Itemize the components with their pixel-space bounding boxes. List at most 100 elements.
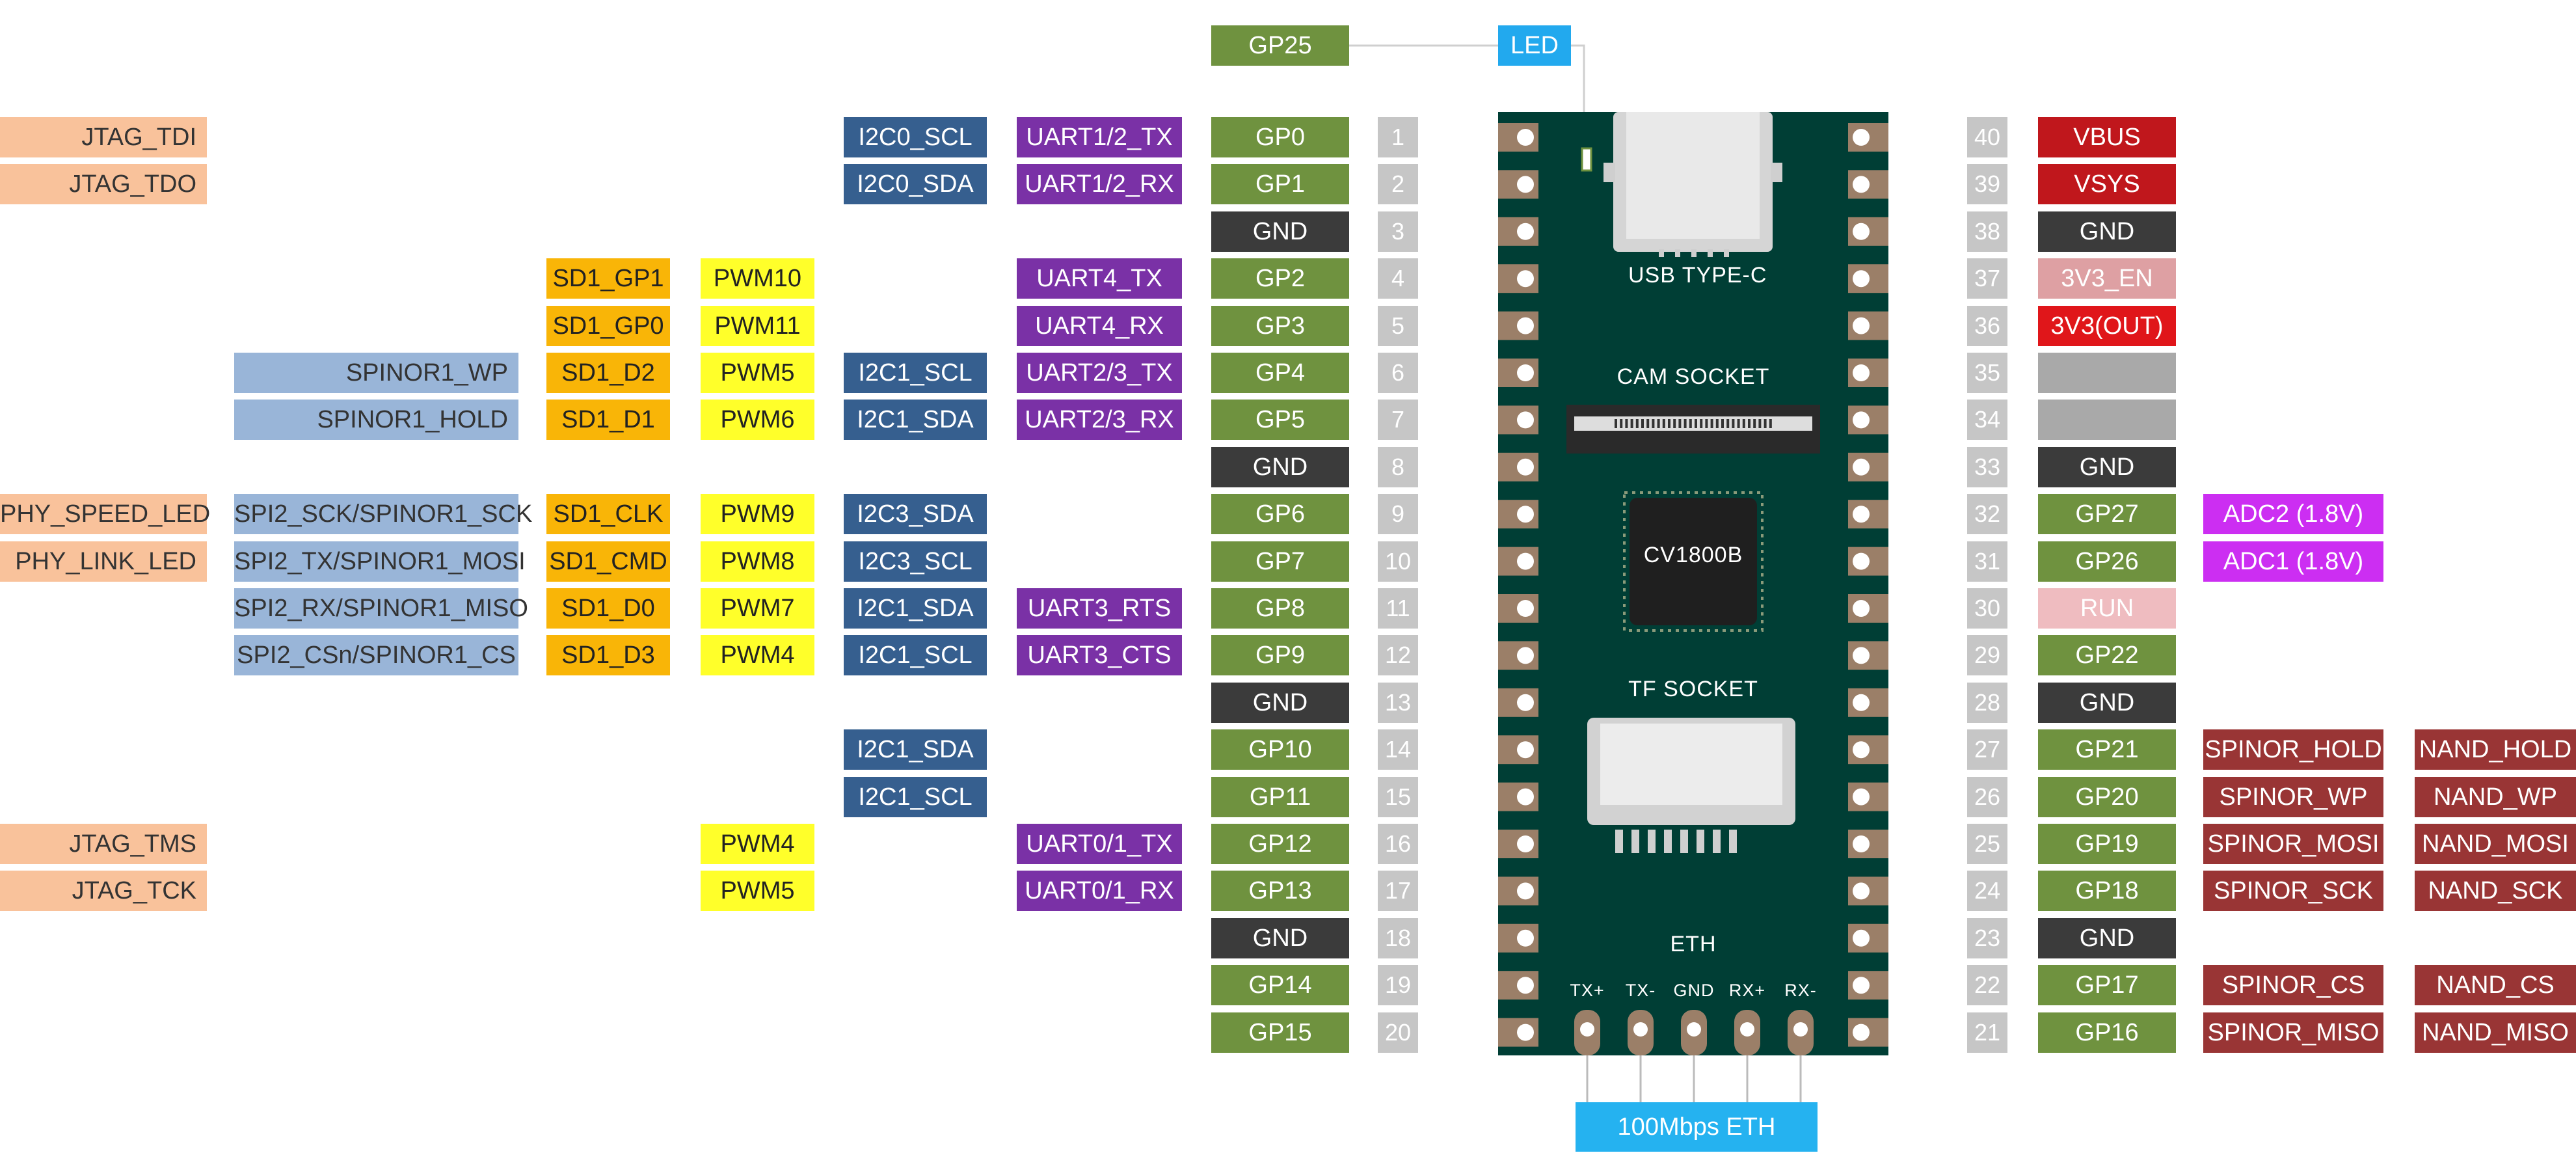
pad-hole bbox=[1517, 929, 1534, 947]
pin-number: 25 bbox=[1967, 824, 2007, 864]
pwm-function-label: PWM5 bbox=[701, 871, 814, 911]
pad-hole bbox=[1853, 929, 1870, 947]
eth-speed-label: 100Mbps ETH bbox=[1576, 1102, 1818, 1152]
pin-number: 16 bbox=[1378, 824, 1418, 864]
pin-number: 28 bbox=[1967, 683, 2007, 723]
eth-pin-label: GND bbox=[1673, 981, 1715, 1000]
pad-hole bbox=[1853, 647, 1870, 664]
pin-number: 34 bbox=[1967, 400, 2007, 440]
pwm-function-label: PWM5 bbox=[701, 353, 814, 393]
pin-number: 24 bbox=[1967, 871, 2007, 911]
eth-label: ETH bbox=[1670, 932, 1717, 956]
pin-name-label: GP6 bbox=[1211, 494, 1349, 534]
pad-hole bbox=[1517, 835, 1534, 852]
pin-number: 18 bbox=[1378, 918, 1418, 958]
i2c-function-label: I2C1_SCL bbox=[844, 353, 987, 393]
jtag-function-label: JTAG_TCK bbox=[0, 871, 207, 911]
pin-number: 30 bbox=[1967, 588, 2007, 629]
pin-number: 39 bbox=[1967, 164, 2007, 204]
pin-number: 33 bbox=[1967, 447, 2007, 487]
pad-hole bbox=[1853, 317, 1870, 334]
adc-function-label: ADC1 (1.8V) bbox=[2203, 541, 2383, 582]
spinor-function-label: SPI2_RX/SPINOR1_MISO bbox=[234, 588, 528, 629]
pin-name-label: GP5 bbox=[1211, 400, 1349, 440]
pin-name-label: GP20 bbox=[2038, 777, 2176, 817]
pin-name-label: GP4 bbox=[1211, 353, 1349, 393]
i2c-function-label: I2C1_SDA bbox=[844, 400, 987, 440]
pin-number: 15 bbox=[1378, 777, 1418, 817]
pad-hole bbox=[1853, 458, 1870, 476]
pad-hole bbox=[1517, 176, 1534, 193]
pad-hole bbox=[1517, 364, 1534, 381]
pin-number: 3 bbox=[1378, 211, 1418, 252]
pin-name-label: 3V3(OUT) bbox=[2038, 306, 2176, 346]
i2c-function-label: I2C1_SCL bbox=[844, 635, 987, 675]
pin-number: 17 bbox=[1378, 871, 1418, 911]
pin-name-label: GP12 bbox=[1211, 824, 1349, 864]
spinor-function-label: SPI2_TX/SPINOR1_MOSI bbox=[234, 541, 526, 582]
spinor-function-label: SPINOR1_HOLD bbox=[234, 400, 518, 440]
sd-function-label: SD1_GP0 bbox=[546, 306, 670, 346]
uart-function-label: UART2/3_RX bbox=[1017, 400, 1182, 440]
pad-hole bbox=[1517, 882, 1534, 900]
pin-number: 21 bbox=[1967, 1012, 2007, 1053]
pin-name-label: GP17 bbox=[2038, 965, 2176, 1005]
pin-number: 2 bbox=[1378, 164, 1418, 204]
pin-number: 1 bbox=[1378, 117, 1418, 157]
pin-number: 36 bbox=[1967, 306, 2007, 346]
pad-hole bbox=[1517, 317, 1534, 334]
led-label: LED bbox=[1498, 25, 1571, 66]
pin-name-label: GP14 bbox=[1211, 965, 1349, 1005]
pad-hole bbox=[1853, 506, 1870, 523]
pin-number: 10 bbox=[1378, 541, 1418, 582]
pin-name-label: GND bbox=[1211, 918, 1349, 958]
spinor-function-label: SPINOR_HOLD bbox=[2203, 729, 2383, 770]
pin-number: 7 bbox=[1378, 400, 1418, 440]
pin-name-label: GP21 bbox=[2038, 729, 2176, 770]
pad-hole bbox=[1853, 1024, 1870, 1041]
nand-function-label: NAND_MOSI bbox=[2415, 824, 2576, 864]
uart-function-label: UART3_CTS bbox=[1017, 635, 1182, 675]
spinor-function-label: SPINOR_CS bbox=[2203, 965, 2383, 1005]
pwm-function-label: PWM7 bbox=[701, 588, 814, 629]
nand-function-label: NAND_HOLD bbox=[2415, 729, 2576, 770]
pad-hole bbox=[1853, 600, 1870, 617]
pin-name-label bbox=[2038, 353, 2176, 393]
pin-name-label: GP13 bbox=[1211, 871, 1349, 911]
jtag-function-label: PHY_SPEED_LED bbox=[0, 494, 210, 534]
pin-number: 14 bbox=[1378, 729, 1418, 770]
spinor-function-label: SPINOR_MOSI bbox=[2203, 824, 2383, 864]
pin-number: 8 bbox=[1378, 447, 1418, 487]
pin-name-label: GP19 bbox=[2038, 824, 2176, 864]
spinor-function-label: SPINOR_MISO bbox=[2203, 1012, 2383, 1053]
pad-hole bbox=[1853, 223, 1870, 240]
uart-function-label: UART1/2_RX bbox=[1017, 164, 1182, 204]
spinor-function-label: SPINOR_WP bbox=[2203, 777, 2383, 817]
pad-hole bbox=[1517, 129, 1534, 146]
pin-name-label: GP11 bbox=[1211, 777, 1349, 817]
pin-name-label: GP18 bbox=[2038, 871, 2176, 911]
pin-name-label: GP22 bbox=[2038, 635, 2176, 675]
pwm-function-label: PWM4 bbox=[701, 635, 814, 675]
uart-function-label: UART4_RX bbox=[1017, 306, 1182, 346]
i2c-function-label: I2C3_SCL bbox=[844, 541, 987, 582]
pin-name-label: GND bbox=[2038, 447, 2176, 487]
tf-socket-label: TF SOCKET bbox=[1628, 677, 1758, 701]
pin-number: 4 bbox=[1378, 258, 1418, 299]
pwm-function-label: PWM8 bbox=[701, 541, 814, 582]
usb-c-connector-icon bbox=[1603, 112, 1782, 257]
led-icon bbox=[1581, 147, 1592, 172]
uart-function-label: UART0/1_RX bbox=[1017, 871, 1182, 911]
pin-name-label: GP3 bbox=[1211, 306, 1349, 346]
i2c-function-label: I2C1_SDA bbox=[844, 588, 987, 629]
pin-name-label: GP1 bbox=[1211, 164, 1349, 204]
pin-number: 19 bbox=[1378, 965, 1418, 1005]
pad-hole bbox=[1517, 977, 1534, 994]
pin-name-label: GND bbox=[2038, 918, 2176, 958]
pad-hole bbox=[1517, 788, 1534, 806]
i2c-function-label: I2C0_SDA bbox=[844, 164, 987, 204]
pad-hole bbox=[1517, 506, 1534, 523]
pin-number: 20 bbox=[1378, 1012, 1418, 1053]
pad-hole bbox=[1853, 694, 1870, 711]
